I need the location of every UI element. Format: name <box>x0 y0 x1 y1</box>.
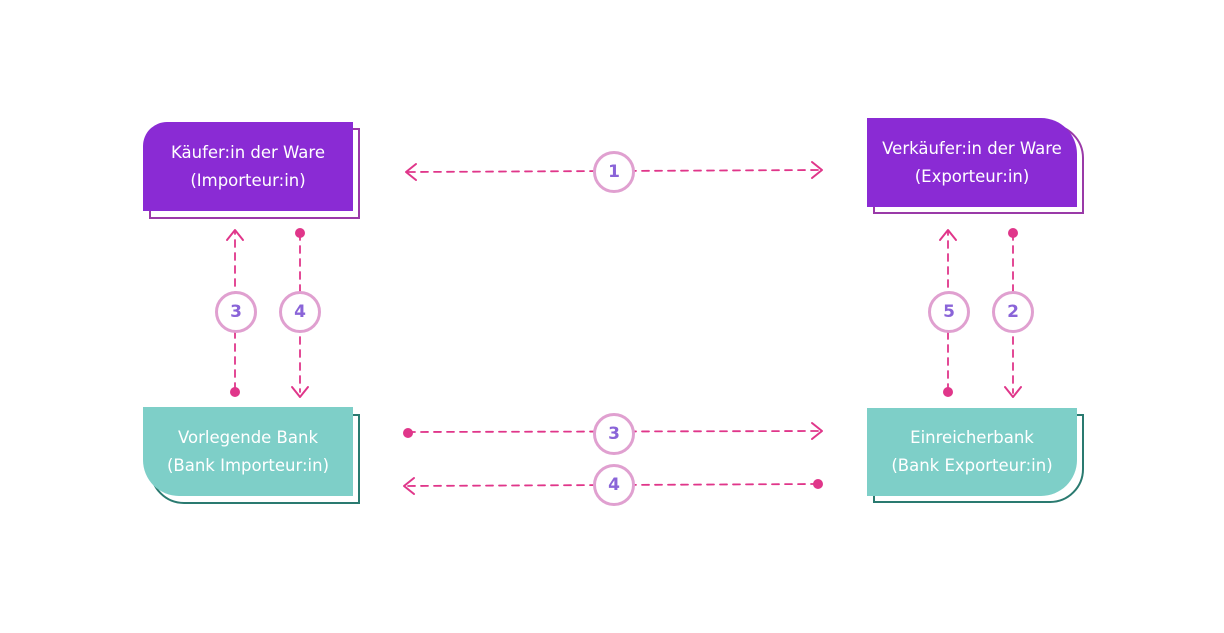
step-badge-1: 1 <box>593 151 635 193</box>
origin-dot-3-bottom <box>403 428 413 438</box>
origin-dot-4-left <box>295 228 305 238</box>
arrowhead-2-down <box>1004 386 1022 398</box>
remitting-bank-box: Einreicherbank (Bank Exporteur:in) <box>867 408 1077 496</box>
arrowhead-4-bottom-left <box>403 477 415 495</box>
arrowhead-3-bottom-right <box>811 422 823 440</box>
step-badge-3-left: 3 <box>215 291 257 333</box>
origin-dot-2 <box>1008 228 1018 238</box>
seller-subtitle: (Exporteur:in) <box>914 166 1030 186</box>
seller-box: Verkäufer:in der Ware (Exporteur:in) <box>867 118 1077 207</box>
arrow-buyer-seller <box>407 169 821 173</box>
step-badge-3-bottom: 3 <box>593 413 635 455</box>
remitting-bank-title: Einreicherbank <box>910 428 1034 447</box>
buyer-subtitle: (Importeur:in) <box>190 170 306 190</box>
arrowhead-4-down <box>291 386 309 398</box>
step-badge-2: 2 <box>992 291 1034 333</box>
buyer-box: Käufer:in der Ware (Importeur:in) <box>143 122 353 211</box>
presenting-bank-title: Vorlegende Bank <box>177 427 319 447</box>
remitting-bank-subtitle: (Bank Exporteur:in) <box>891 456 1053 475</box>
origin-dot-4-bottom <box>813 479 823 489</box>
seller-title: Verkäufer:in der Ware <box>882 138 1062 158</box>
arrowhead-3-up <box>226 229 244 241</box>
presenting-bank-box: Vorlegende Bank (Bank Importeur:in) <box>143 407 353 496</box>
arrowhead-1-left <box>405 163 417 181</box>
step-badge-5: 5 <box>928 291 970 333</box>
origin-dot-5 <box>943 387 953 397</box>
arrowhead-1-right <box>811 161 823 179</box>
buyer-title: Käufer:in der Ware <box>171 142 325 162</box>
origin-dot-3-left <box>230 387 240 397</box>
step-badge-4-left: 4 <box>279 291 321 333</box>
arrowhead-5-up <box>939 229 957 241</box>
arrow-presenting-to-remitting <box>405 483 819 487</box>
step-badge-4-bottom: 4 <box>593 464 635 506</box>
presenting-bank-subtitle: (Bank Importeur:in) <box>166 455 330 475</box>
arrow-remitting-to-presenting <box>407 430 821 433</box>
